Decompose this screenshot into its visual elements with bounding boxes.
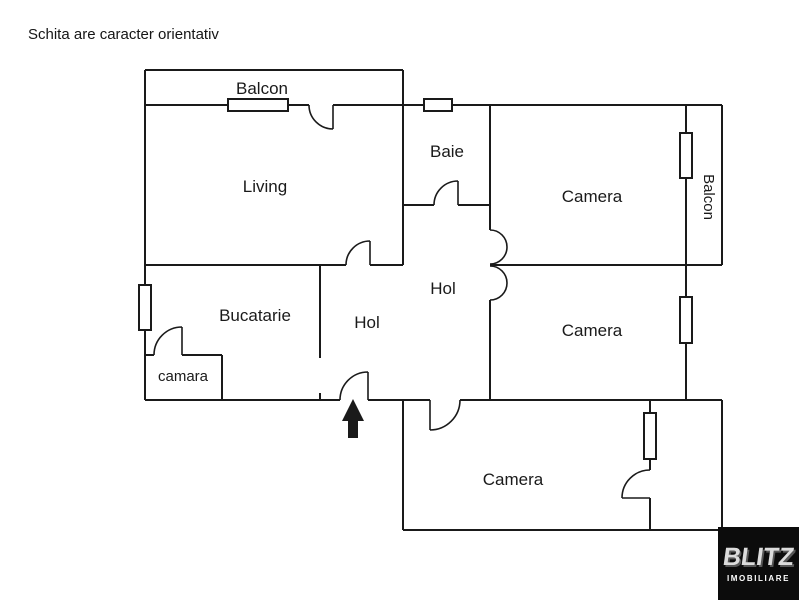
room-label-camera-bottom: Camera [483,470,544,489]
room-label-camara: camara [158,368,209,385]
room-label-baie: Baie [430,142,464,161]
logo-tagline-text: IMOBILIARE [726,573,791,583]
room-label-balcon-top: Balcon [236,79,288,98]
room-label-balcon-right: Balcon [700,174,717,220]
room-label-bucatarie: Bucatarie [219,306,291,325]
walls [144,69,723,531]
window-symbol-bucatarie [138,284,152,331]
wall-lines [144,69,723,531]
room-labels: Balcon Living Baie Camera Balcon Bucatar… [158,79,717,489]
window-symbol-baie [423,98,453,112]
disclaimer-text: Schita are caracter orientativ [28,26,219,43]
agency-logo: BLITZ IMOBILIARE [718,527,799,600]
door-arcs [153,104,651,499]
window-symbol-balcon-top [227,98,289,112]
room-label-living: Living [243,177,287,196]
logo-brand-text: BLITZ [721,542,796,571]
window-symbol-balcon-right [679,132,693,179]
windows [138,98,693,460]
room-label-hol-upper: Hol [430,279,456,298]
window-symbol-camera-bottom [643,412,657,460]
door-symbols [153,104,651,499]
entrance-arrow-icon [342,399,364,438]
window-symbol-camera-mid [679,296,693,344]
room-label-camera-mid: Camera [562,321,623,340]
room-label-camera-top: Camera [562,187,623,206]
room-label-hol-lower: Hol [354,313,380,332]
